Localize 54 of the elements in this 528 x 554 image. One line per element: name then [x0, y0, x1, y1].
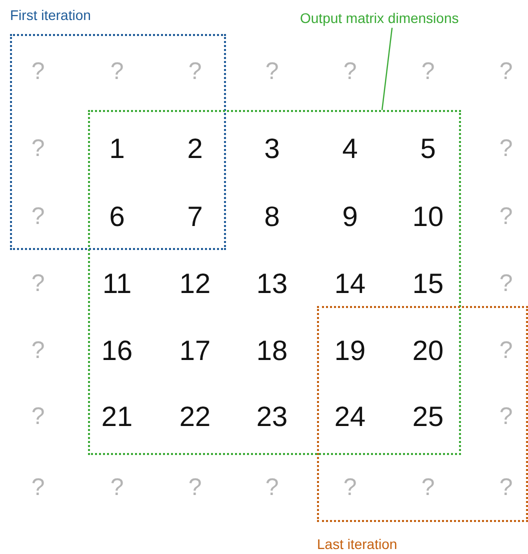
unknown-value: ?	[499, 476, 513, 500]
matrix-value: 7	[187, 203, 203, 231]
frame-label: First iteration	[10, 7, 91, 24]
matrix-value: 15	[412, 270, 444, 298]
unknown-value: ?	[110, 60, 124, 84]
matrix-value: 16	[101, 337, 133, 365]
matrix-value: 18	[256, 337, 288, 365]
frame-label: Last iteration	[317, 536, 398, 553]
matrix-value: 3	[264, 135, 280, 163]
matrix-value: 2	[187, 135, 203, 163]
unknown-value: ?	[421, 60, 435, 84]
unknown-value: ?	[31, 205, 45, 229]
matrix-value: 24	[334, 403, 366, 431]
matrix-value: 9	[342, 203, 358, 231]
matrix-value: 1	[109, 135, 125, 163]
matrix-value: 4	[342, 135, 358, 163]
unknown-value: ?	[499, 272, 513, 296]
matrix-value: 22	[179, 403, 211, 431]
unknown-value: ?	[188, 476, 202, 500]
matrix-value: 21	[101, 403, 133, 431]
unknown-value: ?	[31, 272, 45, 296]
unknown-value: ?	[499, 137, 513, 161]
unknown-value: ?	[499, 205, 513, 229]
frame-label: Output matrix dimensions	[300, 10, 459, 27]
matrix-value: 13	[256, 270, 288, 298]
matrix-value: 23	[256, 403, 288, 431]
unknown-value: ?	[110, 476, 124, 500]
unknown-value: ?	[31, 60, 45, 84]
matrix-value: 14	[334, 270, 366, 298]
unknown-value: ?	[188, 60, 202, 84]
unknown-value: ?	[343, 60, 357, 84]
unknown-value: ?	[31, 339, 45, 363]
unknown-value: ?	[499, 405, 513, 429]
unknown-value: ?	[265, 60, 279, 84]
matrix-value: 8	[264, 203, 280, 231]
matrix-value: 25	[412, 403, 444, 431]
unknown-value: ?	[499, 60, 513, 84]
unknown-value: ?	[31, 476, 45, 500]
matrix-value: 17	[179, 337, 211, 365]
matrix-value: 10	[412, 203, 444, 231]
matrix-value: 6	[109, 203, 125, 231]
unknown-value: ?	[421, 476, 435, 500]
matrix-value: 11	[102, 270, 132, 298]
unknown-value: ?	[499, 339, 513, 363]
matrix-value: 5	[420, 135, 436, 163]
leader-line	[381, 28, 393, 110]
unknown-value: ?	[31, 405, 45, 429]
matrix-value: 19	[334, 337, 366, 365]
matrix-value: 20	[412, 337, 444, 365]
dotted-frame	[88, 110, 461, 455]
unknown-value: ?	[343, 476, 357, 500]
matrix-value: 12	[179, 270, 211, 298]
unknown-value: ?	[31, 137, 45, 161]
unknown-value: ?	[265, 476, 279, 500]
